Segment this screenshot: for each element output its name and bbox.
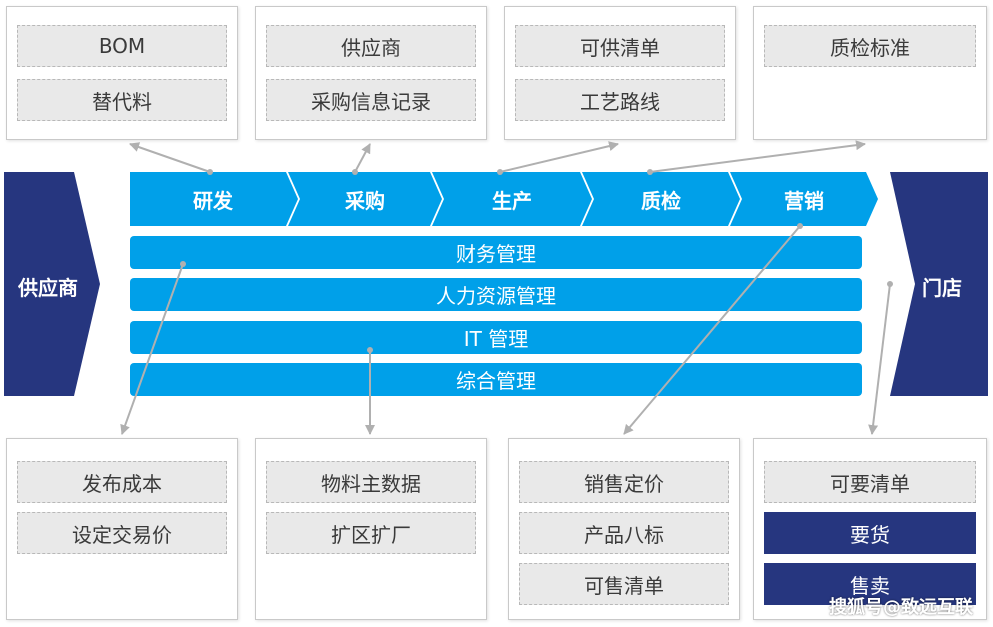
step-shape-2 — [288, 172, 442, 226]
chip: 产品八标 — [519, 512, 729, 554]
chip: 可供清单 — [515, 25, 725, 67]
arrow-rd-to-top — [129, 142, 211, 173]
top-panel-4: 质检标准 — [753, 6, 987, 140]
top-panel-1: BOM 替代料 — [6, 6, 238, 140]
bar-finance: 财务管理 — [130, 236, 862, 269]
chip: 质检标准 — [764, 25, 976, 67]
chip: 可售清单 — [519, 563, 729, 605]
chip: 扩区扩厂 — [266, 512, 476, 554]
chip: 发布成本 — [17, 461, 227, 503]
connector-dot — [497, 169, 503, 175]
left-supplier-chevron — [4, 172, 100, 396]
bottom-panel-2: 物料主数据 扩区扩厂 — [255, 438, 487, 620]
top-panel-3: 可供清单 工艺路线 — [504, 6, 736, 140]
connector-dot — [367, 347, 373, 353]
bar-general: 综合管理 — [130, 363, 862, 396]
connector-dot — [797, 223, 803, 229]
bottom-panel-1: 发布成本 设定交易价 — [6, 438, 238, 620]
chip: 供应商 — [266, 25, 476, 67]
connector-dot — [180, 261, 186, 267]
step-shape-5 — [730, 172, 878, 226]
step-shape-1 — [130, 172, 298, 226]
chip: 采购信息记录 — [266, 79, 476, 121]
step-label-marketing: 营销 — [784, 188, 824, 213]
chip: 可要清单 — [764, 461, 976, 503]
right-store-chevron — [890, 172, 988, 396]
bottom-panel-4: 可要清单 要货 售卖 — [753, 438, 987, 620]
step-label-production: 生产 — [492, 188, 532, 213]
chip: 设定交易价 — [17, 512, 227, 554]
chip: 销售定价 — [519, 461, 729, 503]
bar-hr: 人力资源管理 — [130, 278, 862, 311]
chip: BOM — [17, 25, 227, 67]
step-label-rd: 研发 — [193, 188, 233, 213]
chip: 工艺路线 — [515, 79, 725, 121]
watermark: 搜狐号@致远互联 — [829, 597, 973, 618]
arrow-finance-to-bottom — [120, 263, 184, 435]
step-shape-3 — [432, 172, 592, 226]
connector-dot — [887, 281, 893, 287]
step-label-purchase: 采购 — [345, 188, 385, 213]
arrow-store-to-bottom — [868, 283, 891, 435]
chip-highlight: 售卖 — [764, 563, 976, 605]
step-shape-4 — [582, 172, 740, 226]
chip: 物料主数据 — [266, 461, 476, 503]
arrow-purchase-to-top — [354, 143, 371, 173]
connector-dot — [352, 169, 358, 175]
arrow-qc-to-top — [649, 140, 866, 173]
right-side-label: 门店 — [922, 276, 962, 300]
connector-dot — [207, 169, 213, 175]
connector-dot — [647, 169, 653, 175]
chip: 替代料 — [17, 79, 227, 121]
bar-it: IT 管理 — [130, 321, 862, 354]
step-label-qc: 质检 — [641, 188, 681, 213]
arrow-production-to-top — [499, 141, 619, 173]
top-panel-2: 供应商 采购信息记录 — [255, 6, 487, 140]
left-side-label: 供应商 — [18, 276, 78, 300]
bottom-panel-3: 销售定价 产品八标 可售清单 — [508, 438, 740, 620]
arrow-marketing-to-bottom — [623, 225, 801, 435]
chip-highlight: 要货 — [764, 512, 976, 554]
